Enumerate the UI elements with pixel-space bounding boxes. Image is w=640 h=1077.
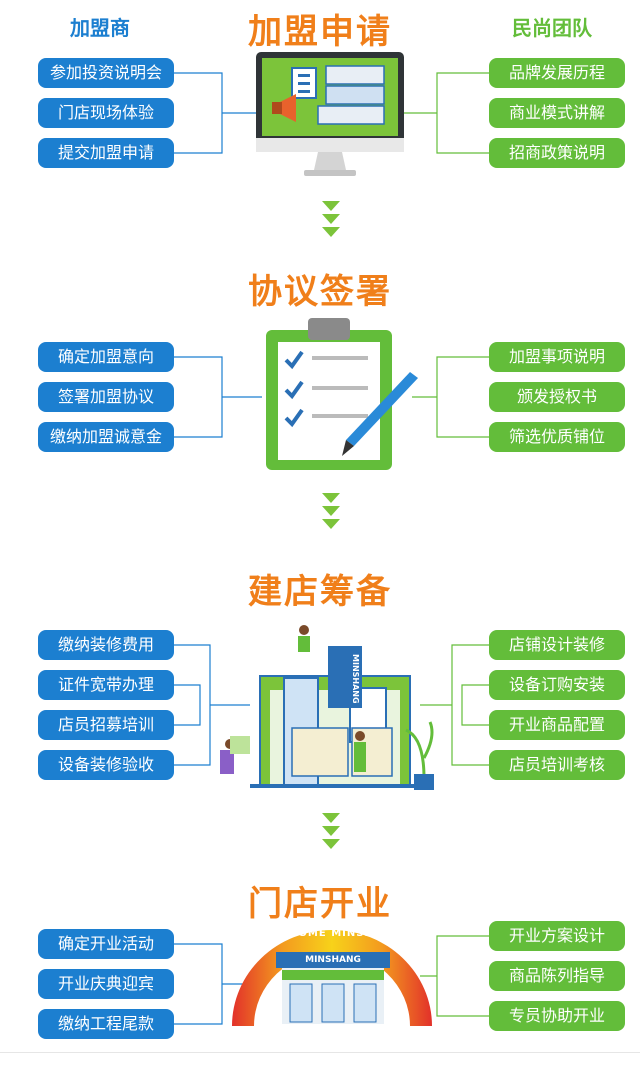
team-step: 专员协助开业 bbox=[489, 1001, 625, 1031]
team-step: 招商政策说明 bbox=[489, 138, 625, 168]
down-arrows bbox=[316, 200, 346, 240]
store-sign-text: MINSHANG bbox=[305, 955, 361, 965]
franchisee-column-header: 加盟商 bbox=[70, 16, 130, 40]
franchisee-step: 缴纳加盟诚意金 bbox=[38, 422, 174, 452]
franchisee-step: 证件宽带办理 bbox=[38, 670, 174, 700]
team-step: 颁发授权书 bbox=[489, 382, 625, 412]
welcome-arch-text: WELCOME MINSHANG bbox=[262, 928, 402, 939]
franchisee-step: 参加投资说明会 bbox=[38, 58, 174, 88]
stage-title-prepare: 建店筹备 bbox=[248, 572, 392, 612]
team-step: 开业商品配置 bbox=[489, 710, 625, 740]
team-step: 筛选优质铺位 bbox=[489, 422, 625, 452]
stage-title-apply: 加盟申请 bbox=[248, 12, 392, 52]
franchisee-step: 确定加盟意向 bbox=[38, 342, 174, 372]
store-build-illustration: MINSHANG bbox=[210, 618, 442, 796]
store-sign-text: MINSHANG bbox=[351, 654, 360, 704]
team-column-header: 民尚团队 bbox=[512, 16, 592, 40]
team-step: 开业方案设计 bbox=[489, 921, 625, 951]
team-step: 加盟事项说明 bbox=[489, 342, 625, 372]
team-step: 商品陈列指导 bbox=[489, 961, 625, 991]
team-step: 商业模式讲解 bbox=[489, 98, 625, 128]
team-step: 店铺设计装修 bbox=[489, 630, 625, 660]
computer-illustration bbox=[256, 52, 404, 176]
store-opening-illustration: WELCOME MINSHANG MINSHANG bbox=[226, 922, 438, 1030]
franchisee-step: 门店现场体验 bbox=[38, 98, 174, 128]
franchisee-step: 缴纳装修费用 bbox=[38, 630, 174, 660]
stage-title-sign: 协议签署 bbox=[248, 272, 392, 312]
down-arrows bbox=[316, 812, 346, 852]
down-arrows bbox=[316, 492, 346, 532]
franchisee-step: 设备装修验收 bbox=[38, 750, 174, 780]
clipboard-illustration bbox=[266, 318, 418, 470]
franchisee-step: 缴纳工程尾款 bbox=[38, 1009, 174, 1039]
team-step: 品牌发展历程 bbox=[489, 58, 625, 88]
team-step: 设备订购安装 bbox=[489, 670, 625, 700]
bottom-divider bbox=[0, 1052, 640, 1053]
franchisee-step: 签署加盟协议 bbox=[38, 382, 174, 412]
franchisee-step: 确定开业活动 bbox=[38, 929, 174, 959]
team-step: 店员培训考核 bbox=[489, 750, 625, 780]
franchisee-step: 店员招募培训 bbox=[38, 710, 174, 740]
stage-title-open: 门店开业 bbox=[248, 884, 392, 924]
franchisee-step: 提交加盟申请 bbox=[38, 138, 174, 168]
franchisee-step: 开业庆典迎宾 bbox=[38, 969, 174, 999]
